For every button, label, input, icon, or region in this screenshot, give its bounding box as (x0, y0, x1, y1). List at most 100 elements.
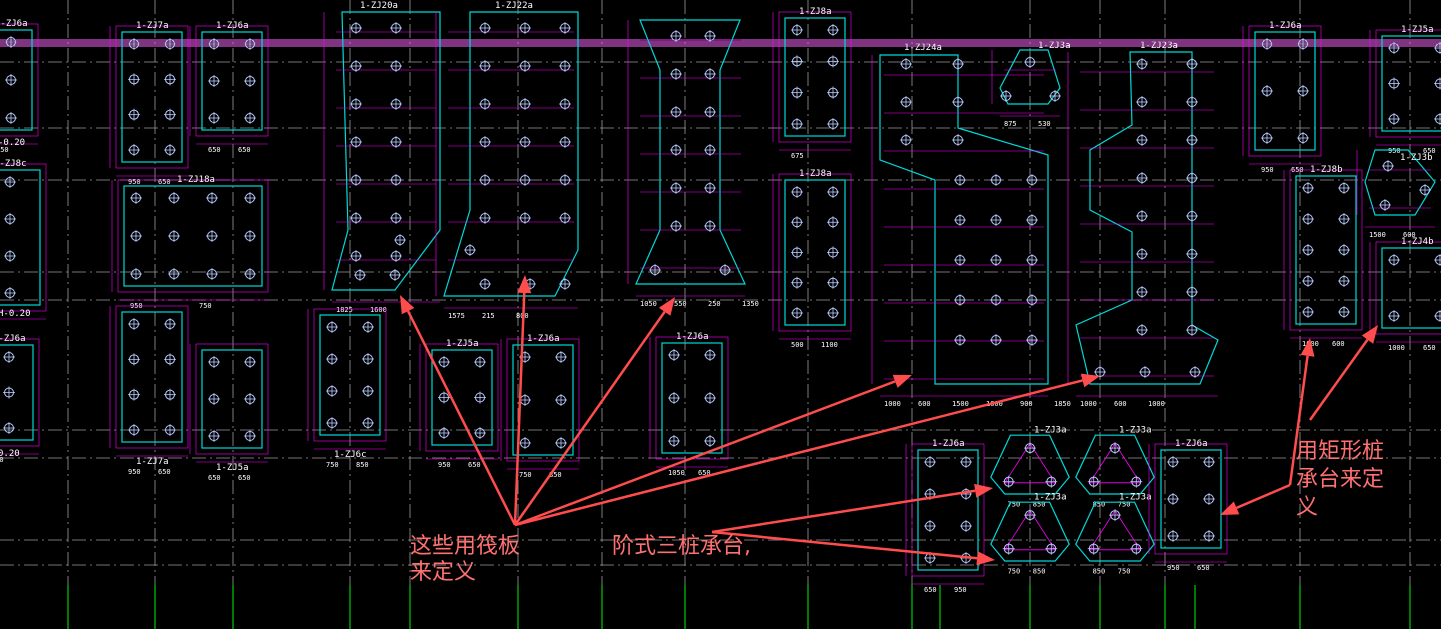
pile-symbol (362, 385, 374, 397)
cap-dimension: 650 (158, 468, 171, 476)
pile-symbol (990, 294, 1002, 306)
pile-symbol (1297, 38, 1309, 50)
pile-symbol (559, 278, 571, 290)
dim-frame (0, 338, 40, 447)
pile-symbol (128, 108, 140, 121)
pile-symbol (244, 393, 256, 405)
pile-symbol (390, 212, 402, 224)
pile-symbol (1136, 134, 1148, 146)
cap-outline (1381, 247, 1441, 329)
pile-symbol (827, 186, 839, 198)
cap-dimension: 650 (208, 474, 221, 482)
pile-symbol (208, 393, 220, 405)
dim-triangle (1089, 442, 1141, 484)
cap-label: 1-ZJ4b (1401, 237, 1434, 247)
pile-symbol (827, 216, 839, 229)
annotation-raft: 来定义 (410, 560, 476, 585)
pile-symbol (1302, 306, 1314, 318)
cap-dimension: 875 (1004, 120, 1017, 128)
cap-outline (319, 314, 381, 436)
pile-symbol (390, 22, 402, 34)
pile-symbol (519, 22, 531, 34)
cap-dimension: 1500 (952, 400, 969, 408)
pile-symbol (164, 73, 176, 86)
pile-symbol (1130, 542, 1143, 555)
pile-symbol (990, 334, 1002, 346)
cap-dimension: 600 (1403, 231, 1416, 239)
dimension-lines (111, 179, 269, 301)
pile-symbol (519, 174, 531, 186)
pile-symbol (555, 351, 567, 363)
cap-label: 1-ZJ5a (216, 463, 249, 473)
arrow-shaft (1308, 338, 1369, 421)
pile-symbol (1186, 248, 1198, 260)
cap-outline (784, 179, 846, 326)
cap-label: 1-ZJ6a (1269, 21, 1302, 31)
cap-label: 1-ZJ24a (904, 43, 942, 53)
pile-symbol (670, 68, 682, 80)
pile-symbol (128, 318, 140, 330)
cap-label: 1-ZJ23a (1140, 41, 1178, 51)
pile-symbol (1338, 306, 1350, 318)
arrow-shaft (406, 310, 517, 526)
pile-symbol (244, 430, 256, 442)
pile-symbol (354, 269, 366, 281)
pile-symbol (4, 250, 16, 262)
pile-symbol (1136, 286, 1148, 298)
pile-symbol (479, 22, 491, 34)
cap-label: 1-ZJ6a (0, 19, 28, 29)
cap-outline (1160, 449, 1222, 549)
pile-symbol (791, 276, 803, 289)
pile-symbol (1002, 542, 1015, 555)
pile-symbol (1109, 509, 1121, 522)
cap-dimension: 650 (468, 461, 481, 469)
pile-symbol (990, 174, 1002, 186)
arrow-head (1220, 501, 1240, 515)
pile-symbol (704, 220, 716, 232)
arrow-shaft (514, 379, 1083, 527)
dimension-lines (0, 23, 39, 145)
pile-symbol (1186, 210, 1198, 222)
pile-symbol (208, 356, 220, 368)
dimension-lines (189, 343, 269, 463)
pile-symbol (704, 68, 716, 80)
pile-symbol (244, 38, 256, 50)
pile-symbol (1203, 493, 1215, 505)
cap-dimension: 650 (1423, 344, 1436, 352)
pile-symbol (1388, 254, 1400, 266)
pile-symbol (479, 98, 491, 110)
pile-symbol (1186, 172, 1198, 184)
pile-symbol (559, 22, 571, 34)
pile-symbol (4, 176, 16, 188)
pile-symbol (474, 427, 486, 439)
pile-symbol (559, 212, 571, 224)
cap-outline (512, 344, 574, 456)
cap-outline (121, 31, 183, 163)
dimension-lines (772, 173, 852, 340)
pile-symbol (362, 417, 374, 429)
pile-symbol (1167, 456, 1179, 468)
arrow-head (1361, 325, 1378, 344)
pile-symbol (954, 334, 966, 346)
cap-dimension: 900 (1020, 400, 1033, 408)
cap-dimension: 950 (128, 178, 141, 186)
pile-symbol (668, 435, 680, 447)
pile-symbol (827, 24, 839, 36)
dim-frame (1289, 169, 1363, 331)
cap-dimension: 215 (482, 312, 495, 320)
annotation-raft: 这些用筏板 (410, 534, 520, 559)
pile-symbol (3, 386, 15, 399)
pile-symbol (1087, 542, 1100, 555)
dimension-lines (1148, 443, 1228, 563)
pile-cap-zj22a: 1-ZJ22a1575215800 (435, 1, 579, 320)
cap-dimension: 950 (1261, 166, 1274, 174)
arrow-head (517, 275, 532, 294)
pile-symbol (1186, 134, 1198, 146)
dim-frame (117, 179, 269, 293)
pile-symbol (206, 192, 218, 204)
cap-dimension: 950 (128, 468, 141, 476)
